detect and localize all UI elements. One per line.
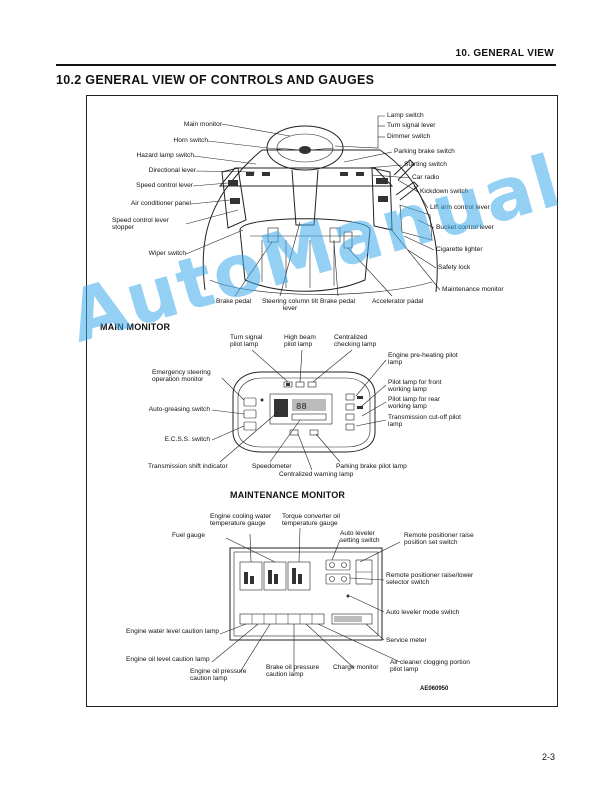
label-auto-leveler-setting-switch: Auto leveler setting switch <box>340 530 380 545</box>
label-centralized-warning-lamp: Centralized warning lamp <box>279 471 354 478</box>
main-monitor-heading: MAIN MONITOR <box>100 322 171 332</box>
label-charge-monitor: Charge monitor <box>333 664 379 671</box>
label-brake-pedal-right: Brake pedal <box>320 298 356 305</box>
header-rule <box>56 64 556 66</box>
label-safety-lock: Safety lock <box>438 264 471 271</box>
label-auto-greasing-switch: Auto-greasing switch <box>148 406 210 413</box>
label-maintenance-monitor: Maintenance monitor <box>442 286 504 293</box>
label-brake-pedal-left: Brake pedal <box>216 298 252 305</box>
label-transmission-cut-off-pilot-lamp: Transmission cut-off pilot lamp <box>388 414 461 429</box>
label-horn-switch: Horn switch <box>173 137 208 144</box>
label-speed-control-lever: Speed control lever <box>136 182 193 189</box>
label-accelerator-pedal: Accelerator padal <box>372 298 424 305</box>
label-starting-switch: Starting switch <box>404 161 447 168</box>
maintenance-monitor-heading: MAINTENANCE MONITOR <box>230 490 346 500</box>
label-wiper-switch: Wiper switch <box>148 250 186 257</box>
label-pilot-lamp-front-working-lamp: Pilot lamp for front working lamp <box>388 379 442 394</box>
label-air-cleaner-clogging-portion-pilot-lamp: Air cleaner clogging portion pilot lamp <box>390 659 470 674</box>
label-parking-brake-pilot-lamp: Parking brake pilot lamp <box>336 463 407 470</box>
svg-text:88: 88 <box>296 402 307 412</box>
label-pilot-lamp-rear-working-lamp: Pilot lamp for rear working lamp <box>388 396 441 411</box>
label-bucket-control-lever: Bucket control lever <box>436 224 494 231</box>
label-emergency-steering-operation-monitor: Emergency steering operation monitor <box>152 369 211 384</box>
label-cigarette-lighter: Cigarette lighter <box>436 246 483 253</box>
label-directional-lever: Directional lever <box>148 167 196 174</box>
label-engine-oil-level-caution-lamp: Engine oil level caution lamp <box>126 656 210 663</box>
label-engine-water-level-caution-lamp: Engine water level caution lamp <box>126 628 220 635</box>
figure-frame <box>86 95 558 707</box>
label-car-radio: Car radio <box>412 174 440 181</box>
label-air-conditioner-panel: Air conditioner panel <box>130 200 191 207</box>
label-turn-signal-pilot-lamp: Turn signal pilot lamp <box>230 334 263 349</box>
label-torque-converter-oil-temperature-gauge: Torque converter oil temperature gauge <box>282 513 340 528</box>
label-engine-pre-heating-pilot-lamp: Engine pre-heating pilot lamp <box>388 352 458 367</box>
label-centralized-checking-lamp: Centralized checking lamp <box>334 334 377 349</box>
label-lamp-switch: Lamp switch <box>387 112 424 119</box>
label-auto-leveler-mode-switch: Auto leveler mode switch <box>386 609 460 616</box>
label-steering-column-tilt-lever: Steering column tilt lever <box>261 298 319 313</box>
cab-illustration <box>185 115 441 297</box>
label-high-beam-pilot-lamp: High beam pilot lamp <box>284 334 316 349</box>
label-fuel-gauge: Fuel gauge <box>172 532 205 539</box>
label-remote-positioner-selector-switch: Remote positioner raise/lower selector s… <box>386 572 474 587</box>
figure-code: AE060950 <box>420 686 449 692</box>
label-parking-brake-switch: Parking brake switch <box>394 148 455 155</box>
main-monitor-illustration: 88 <box>211 349 387 471</box>
header-section: 10. GENERAL VIEW <box>455 48 554 59</box>
label-engine-cooling-water-temperature-gauge: Engine cooling water temperature gauge <box>210 513 272 528</box>
label-lift-arm-control-lever: Lift arm control lever <box>430 204 490 211</box>
label-turn-signal-lever: Turn signal lever <box>387 122 436 129</box>
page-number: 2-3 <box>541 752 555 762</box>
label-service-meter: Service meter <box>386 637 427 644</box>
page-title: 10.2 GENERAL VIEW OF CONTROLS AND GAUGES <box>56 73 375 87</box>
label-hazard-lamp-switch: Hazard lamp switch <box>136 152 194 159</box>
label-transmission-shift-indicator: Transmission shift indicator <box>148 463 228 470</box>
label-kickdown-switch: Kickdown switch <box>420 188 469 195</box>
label-speedometer: Speedometer <box>252 463 292 470</box>
label-remote-positioner-raise-position-set-switch: Remote positioner raise position set swi… <box>404 532 474 547</box>
maintenance-monitor-illustration <box>211 527 401 673</box>
label-brake-oil-pressure-caution-lamp: Brake oil pressure caution lamp <box>266 664 320 679</box>
label-ecss-switch: E.C.S.S. switch <box>164 436 210 443</box>
label-speed-control-lever-stopper: Speed control lever stopper <box>112 217 169 232</box>
label-engine-oil-pressure-caution-lamp: Engine oil pressure caution lamp <box>190 668 247 683</box>
label-dimmer-switch: Dimmer switch <box>387 133 431 140</box>
label-main-monitor: Main monitor <box>183 121 222 128</box>
